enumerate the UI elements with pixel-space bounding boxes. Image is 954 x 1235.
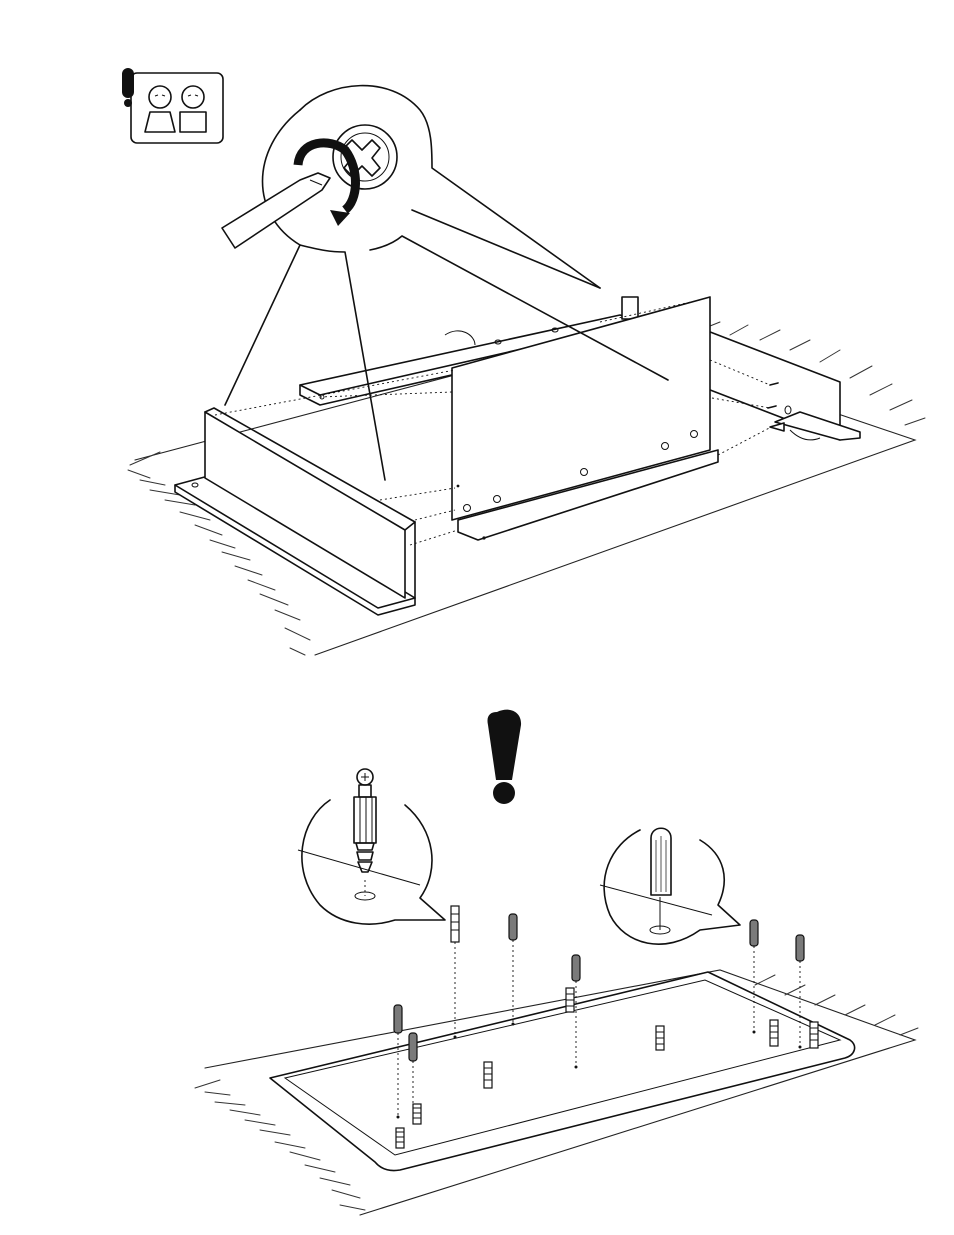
cam-bolt [451,906,459,942]
cam-bolt [770,1020,778,1046]
cam-bolt [396,1128,404,1148]
divider-panel [452,297,718,540]
cam-bolt [656,1026,664,1050]
dowel [796,935,804,961]
cam-bolt [484,1062,492,1088]
exclamation-icon [487,710,521,804]
dowel [394,1005,402,1033]
dowel [409,1033,417,1061]
right-side-panel [705,330,860,440]
dowel-zoom-callout [600,828,740,944]
dowel [750,920,758,946]
cam-bolt [566,988,574,1012]
base-panel [270,972,855,1171]
cam-bolt-zoom-callout [298,769,445,924]
cam-bolt [810,1022,818,1048]
two-person-icon [122,68,223,143]
dowel [509,914,517,940]
cam-bolt [413,1104,421,1124]
screwdriver-icon [222,173,330,248]
left-side-panel [175,408,415,615]
dowel [572,955,580,981]
